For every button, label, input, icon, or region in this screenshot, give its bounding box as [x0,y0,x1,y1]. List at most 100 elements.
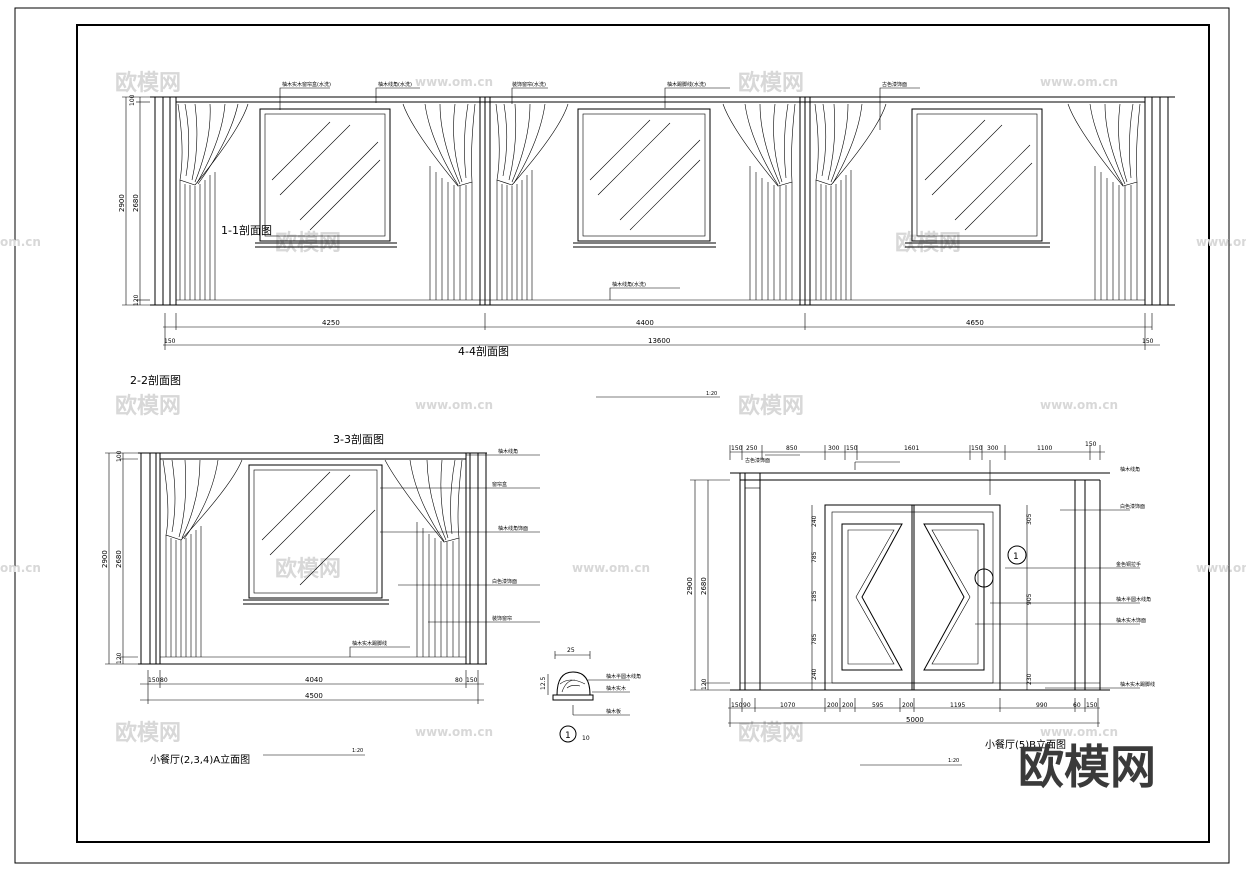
callout-text: 柚木线角 [1120,466,1140,473]
detail-circle-marker [1007,545,1027,565]
callout-text: 柚木踢脚线(水洗) [667,81,706,88]
dimension-text: 785 [811,633,818,645]
right-elevation: 1 柚木线角 白色漆饰面 古色漆饰面 金色铜拉手 柚木半圆木线角 柚木实木饰面 … [686,441,1155,766]
dimension-text: 150 [1085,441,1097,448]
dimension-text: 2680 [115,550,123,568]
callout-text: 柚木实木窗帘盒(水洗) [282,81,331,88]
dimension-text: 240 [811,668,818,680]
watermark-brand: 欧模网 [275,556,341,582]
watermark-brand: 欧模网 [115,70,181,96]
detail-number: 1 [1013,552,1019,562]
dimension-text: 4250 [322,319,340,327]
left-elevation: 3-3剖面图 [101,432,540,766]
section-label: 1-1剖面图 [221,223,272,237]
dimension-text: 300 [828,445,840,452]
top-elevation: 柚木实木窗帘盒(水洗) 柚木线角(水洗) 装饰窗帘(水洗) 柚木踢脚线(水洗) … [118,81,1175,398]
dimension-text: 150 [466,677,478,684]
callout-text: 柚木实木饰面 [1116,617,1146,624]
watermark-site: om.cn [0,235,41,249]
dimension-text: 200 [902,702,914,709]
watermark-site: www.om.cn [415,725,493,739]
brand-logo: 欧模网 [1018,740,1156,794]
callout-text: 古色漆饰面 [745,457,770,464]
dimension-text: 1100 [1037,445,1052,452]
callout-text: 柚木半圆木线角 [1116,596,1151,603]
curtain-right-a [384,459,463,657]
double-door [824,504,1001,691]
curtain-right-3 [1067,103,1141,300]
dimension-text: 1601 [904,445,919,452]
callout-text: 金色铜拉手 [1116,561,1141,568]
window-left [243,464,389,605]
callout-text: 柚木线角 [498,448,518,455]
window-3 [905,108,1050,248]
dimension-text: 4500 [305,692,323,700]
dimension-text: 5000 [906,716,924,724]
callout-text: 柚木板 [606,708,621,715]
callout-text: 古色漆饰面 [882,81,907,88]
dimension-text: 150 [1086,702,1098,709]
callout-text: 装饰窗帘(水洗) [512,81,546,88]
scale-text: 1:20 [706,391,717,397]
callout-text: 白色漆饰面 [492,578,517,585]
dimension-text: 240 [811,515,818,527]
outer-frame [14,7,1230,864]
callout-text: 装饰窗帘 [492,615,512,622]
dimension-text: 785 [811,551,818,563]
dimension-text: 905 [1026,593,1033,605]
curtain-left-a [162,459,243,657]
watermark-site: www.om.cn [415,75,493,89]
callout-text: 柚木线角饰面 [498,525,528,532]
dimension-text: 150 [971,445,983,452]
dimension-text: 150 [731,702,743,709]
dimension-text: 100 [116,450,123,462]
dimension-text: 230 [1026,673,1033,685]
callout-text: 柚木半圆木线角 [606,673,641,680]
watermark-site: www.om.cn [572,561,650,575]
view-title: 小餐厅(2,3,4)A立面图 [150,753,250,766]
callout-text: 白色漆饰面 [1120,503,1145,510]
detail-circle-marker [559,725,577,743]
watermark-site: www.om.cn [1040,398,1118,412]
callout-text: 柚木实木踢脚线 [352,640,387,647]
dimension-text: 4040 [305,676,323,684]
dimension-text: 200 [827,702,839,709]
section-label: 2-2剖面图 [130,373,181,387]
curtain-left-1 [177,103,249,300]
dimension-text: 250 [746,445,758,452]
watermark-site: om.cn [0,561,41,575]
dimension-text: 120 [133,294,140,306]
window-2 [573,108,716,248]
dimension-text: 2900 [118,194,126,212]
watermark-site: www.om.cn [1040,75,1118,89]
dimension-text: 120 [116,652,123,664]
callout-text: 柚木线角(水洗) [612,281,646,288]
watermark-brand: 欧模网 [738,393,804,419]
callout-text: 柚木实木 [606,685,626,692]
curtain-right-2 [722,103,796,300]
scale-text: 10 [582,735,590,742]
molding-detail: 25 12.5 柚木半圆木线角 柚木实木 柚木板 1 10 [540,647,641,743]
watermark-site: www.om.cn [415,398,493,412]
dimension-text: 120 [701,678,708,690]
dimension-text: 4400 [636,319,654,327]
dimension-text: 2680 [132,194,140,212]
dimension-text: 850 [786,445,798,452]
dimension-text: 300 [987,445,999,452]
dimension-text: 150 [148,677,160,684]
dimension-text: 150 [1142,338,1154,345]
watermark-brand: 欧模网 [115,720,181,746]
inner-frame [76,24,1210,843]
dimension-text: 150 [164,338,176,345]
dimension-text: 90 [743,702,751,709]
dimension-text: 25 [567,647,575,654]
dimension-text: 305 [1026,513,1033,525]
curtain-right-1 [402,103,476,300]
dimension-text: 80 [455,677,463,684]
scale-text: 1:20 [352,748,363,754]
watermark-site: www.om.cn [1040,725,1118,739]
detail-number: 1 [565,731,571,741]
watermark-site: www.om.cn [1196,561,1246,575]
dimension-text: 595 [872,702,884,709]
